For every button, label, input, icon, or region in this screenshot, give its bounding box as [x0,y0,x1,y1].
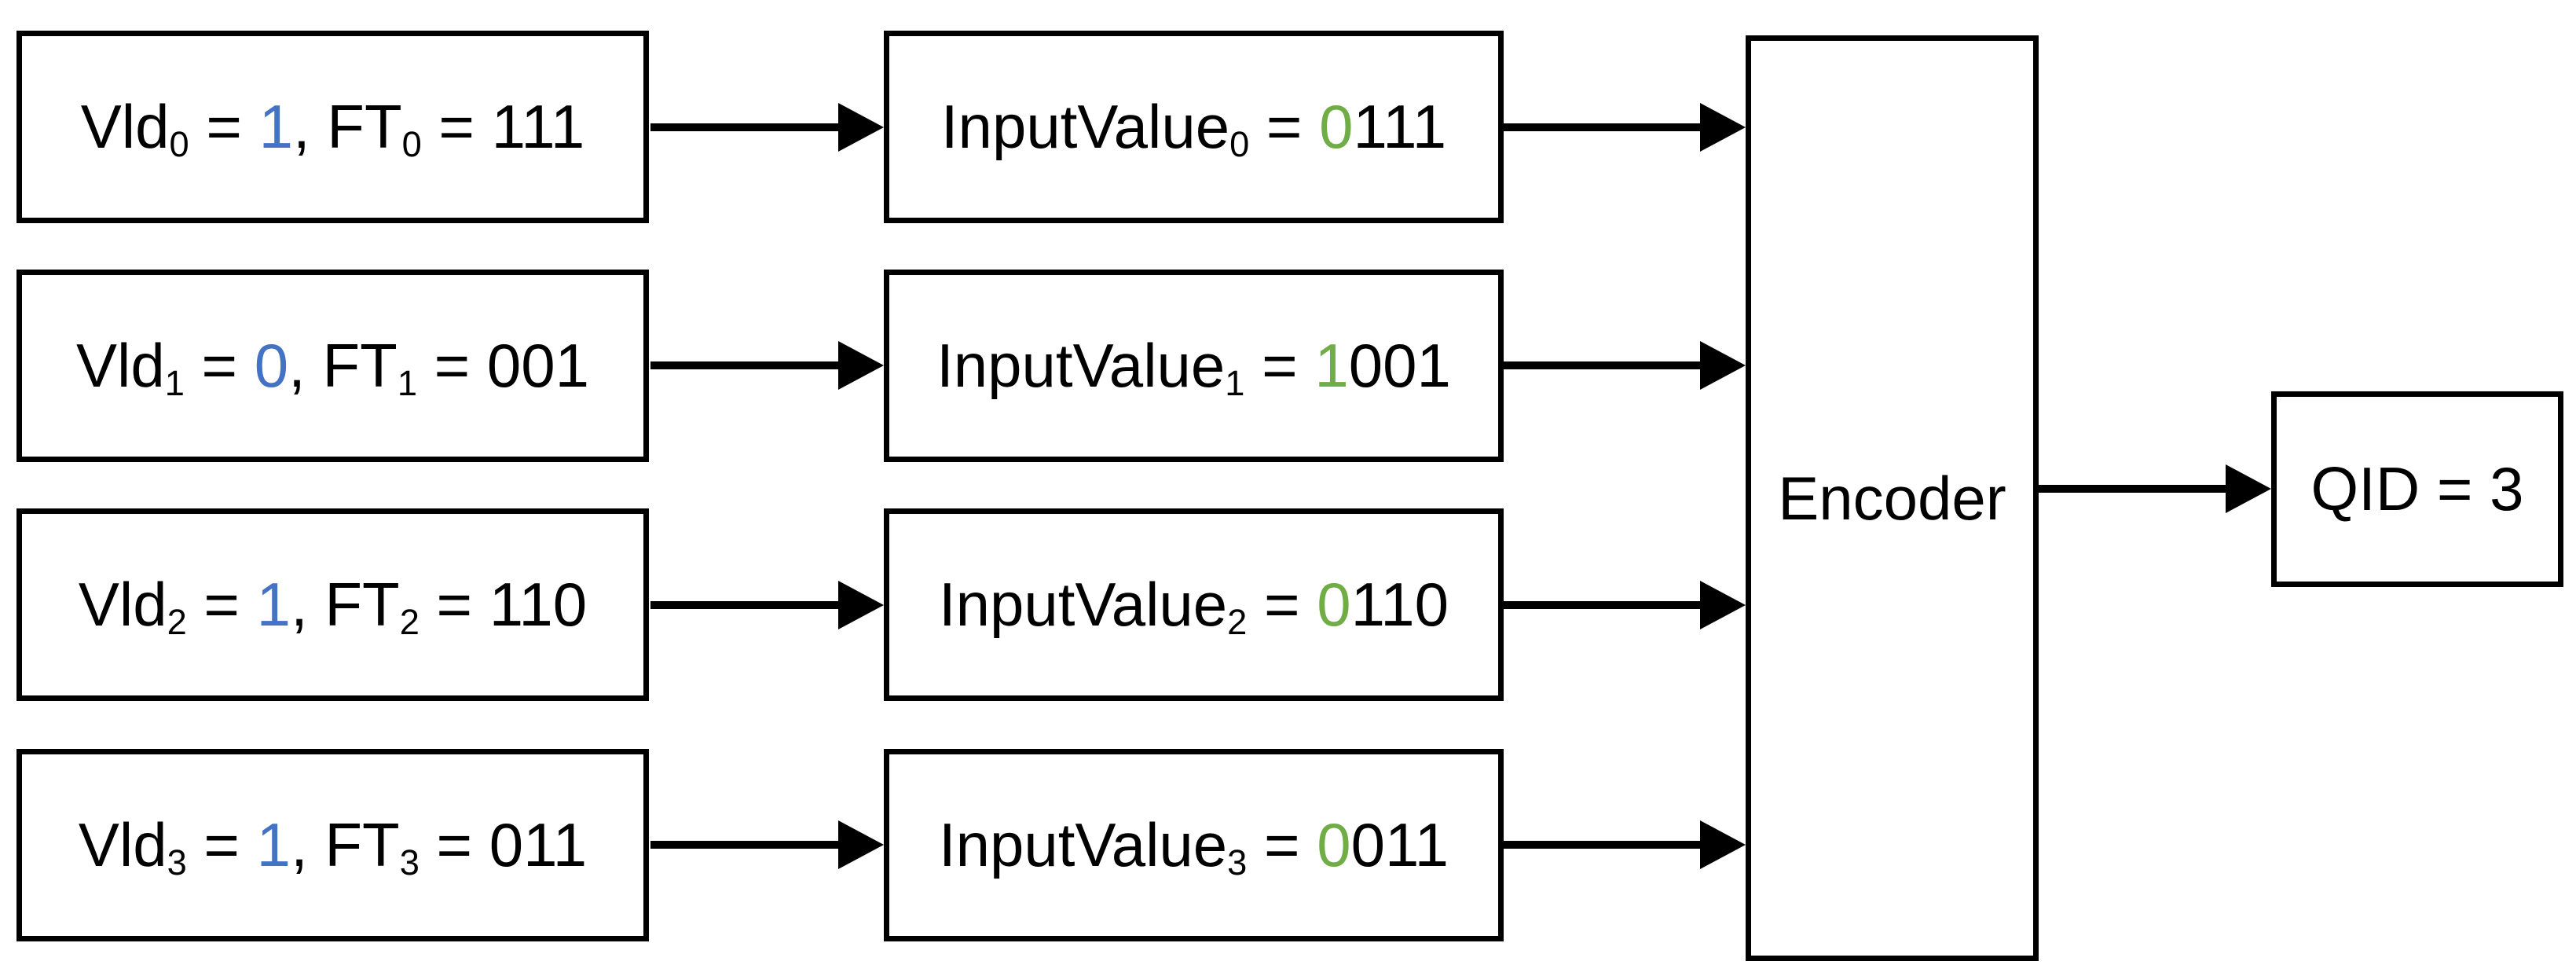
arrow-shaft [1504,361,1700,369]
input-rest-bits-1: 001 [1348,331,1451,400]
vld-box-3: Vld3 = 1, FT3 = 011 [16,749,649,941]
arrow-input2-to-encoder [1504,581,1746,629]
input-expression-3: InputValue3 = 0011 [938,810,1449,882]
arrow-shaft [1504,601,1700,609]
arrow-shaft [650,361,838,369]
ft-value-0: 111 [491,92,585,161]
arrow-vld2-to-input2 [650,581,884,629]
input-value-box-0: InputValue0 = 0111 [884,31,1504,223]
arrow-shaft [650,841,838,849]
input-rest-bits-3: 011 [1350,810,1449,879]
arrow-encoder-to-qid [2039,464,2271,513]
qid-label: QID = 3 [2310,454,2524,523]
subscript: 3 [1227,842,1248,882]
arrow-vld3-to-input3 [650,820,884,869]
arrowhead-icon [838,103,884,152]
vld-value-1: 0 [254,331,289,400]
arrow-shaft [650,123,838,131]
arrow-shaft [2039,485,2226,493]
input-expression-2: InputValue2 = 0110 [938,570,1449,642]
arrowhead-icon [1700,341,1746,390]
subscript: 1 [1225,362,1245,403]
input-rest-bits-0: 111 [1353,92,1447,161]
input-first-bit-2: 0 [1317,570,1351,639]
arrow-shaft [1504,123,1700,131]
subscript: 2 [399,601,420,642]
vld-value-2: 1 [256,570,291,639]
vld-box-0: Vld0 = 1, FT0 = 111 [16,31,649,223]
vld-box-2: Vld2 = 1, FT2 = 110 [16,508,649,701]
subscript: 0 [401,123,422,164]
arrow-input1-to-encoder [1504,341,1746,390]
vld-expression-0: Vld0 = 1, FT0 = 111 [80,92,585,164]
ft-value-2: 110 [489,570,588,639]
input-value-box-1: InputValue1 = 1001 [884,270,1504,462]
arrow-shaft [1504,841,1700,849]
vld-expression-2: Vld2 = 1, FT2 = 110 [78,570,588,642]
vld-value-3: 1 [256,810,291,879]
input-value-box-3: InputValue3 = 0011 [884,749,1504,941]
vld-value-0: 1 [258,92,293,161]
ft-value-1: 001 [486,331,590,400]
arrowhead-icon [1700,581,1746,629]
subscript: 0 [1229,123,1250,164]
ft-value-3: 011 [489,810,588,879]
input-expression-1: InputValue1 = 1001 [936,331,1451,403]
arrow-vld0-to-input0 [650,103,884,152]
arrowhead-icon [1700,820,1746,869]
arrowhead-icon [838,581,884,629]
arrowhead-icon [838,341,884,390]
qid-box: QID = 3 [2271,391,2563,587]
vld-expression-3: Vld3 = 1, FT3 = 011 [78,810,588,882]
input-first-bit-0: 0 [1319,92,1354,161]
subscript: 3 [399,842,420,882]
input-first-bit-1: 1 [1314,331,1349,400]
arrowhead-icon [1700,103,1746,152]
arrow-input3-to-encoder [1504,820,1746,869]
encoder-box: Encoder [1746,35,2039,961]
subscript: 2 [1227,601,1248,642]
vld-expression-1: Vld1 = 0, FT1 = 001 [75,331,590,403]
input-rest-bits-2: 110 [1350,570,1449,639]
arrow-input0-to-encoder [1504,103,1746,152]
arrow-vld1-to-input1 [650,341,884,390]
subscript: 2 [167,601,187,642]
arrow-shaft [650,601,838,609]
subscript: 3 [167,842,187,882]
arrowhead-icon [2226,464,2271,513]
subscript: 1 [164,362,185,403]
input-expression-0: InputValue0 = 0111 [940,92,1447,164]
encoder-label: Encoder [1778,463,2006,533]
input-first-bit-3: 0 [1317,810,1351,879]
vld-box-1: Vld1 = 0, FT1 = 001 [16,270,649,462]
input-value-box-2: InputValue2 = 0110 [884,508,1504,701]
subscript: 1 [397,362,417,403]
arrowhead-icon [838,820,884,869]
subscript: 0 [169,123,189,164]
